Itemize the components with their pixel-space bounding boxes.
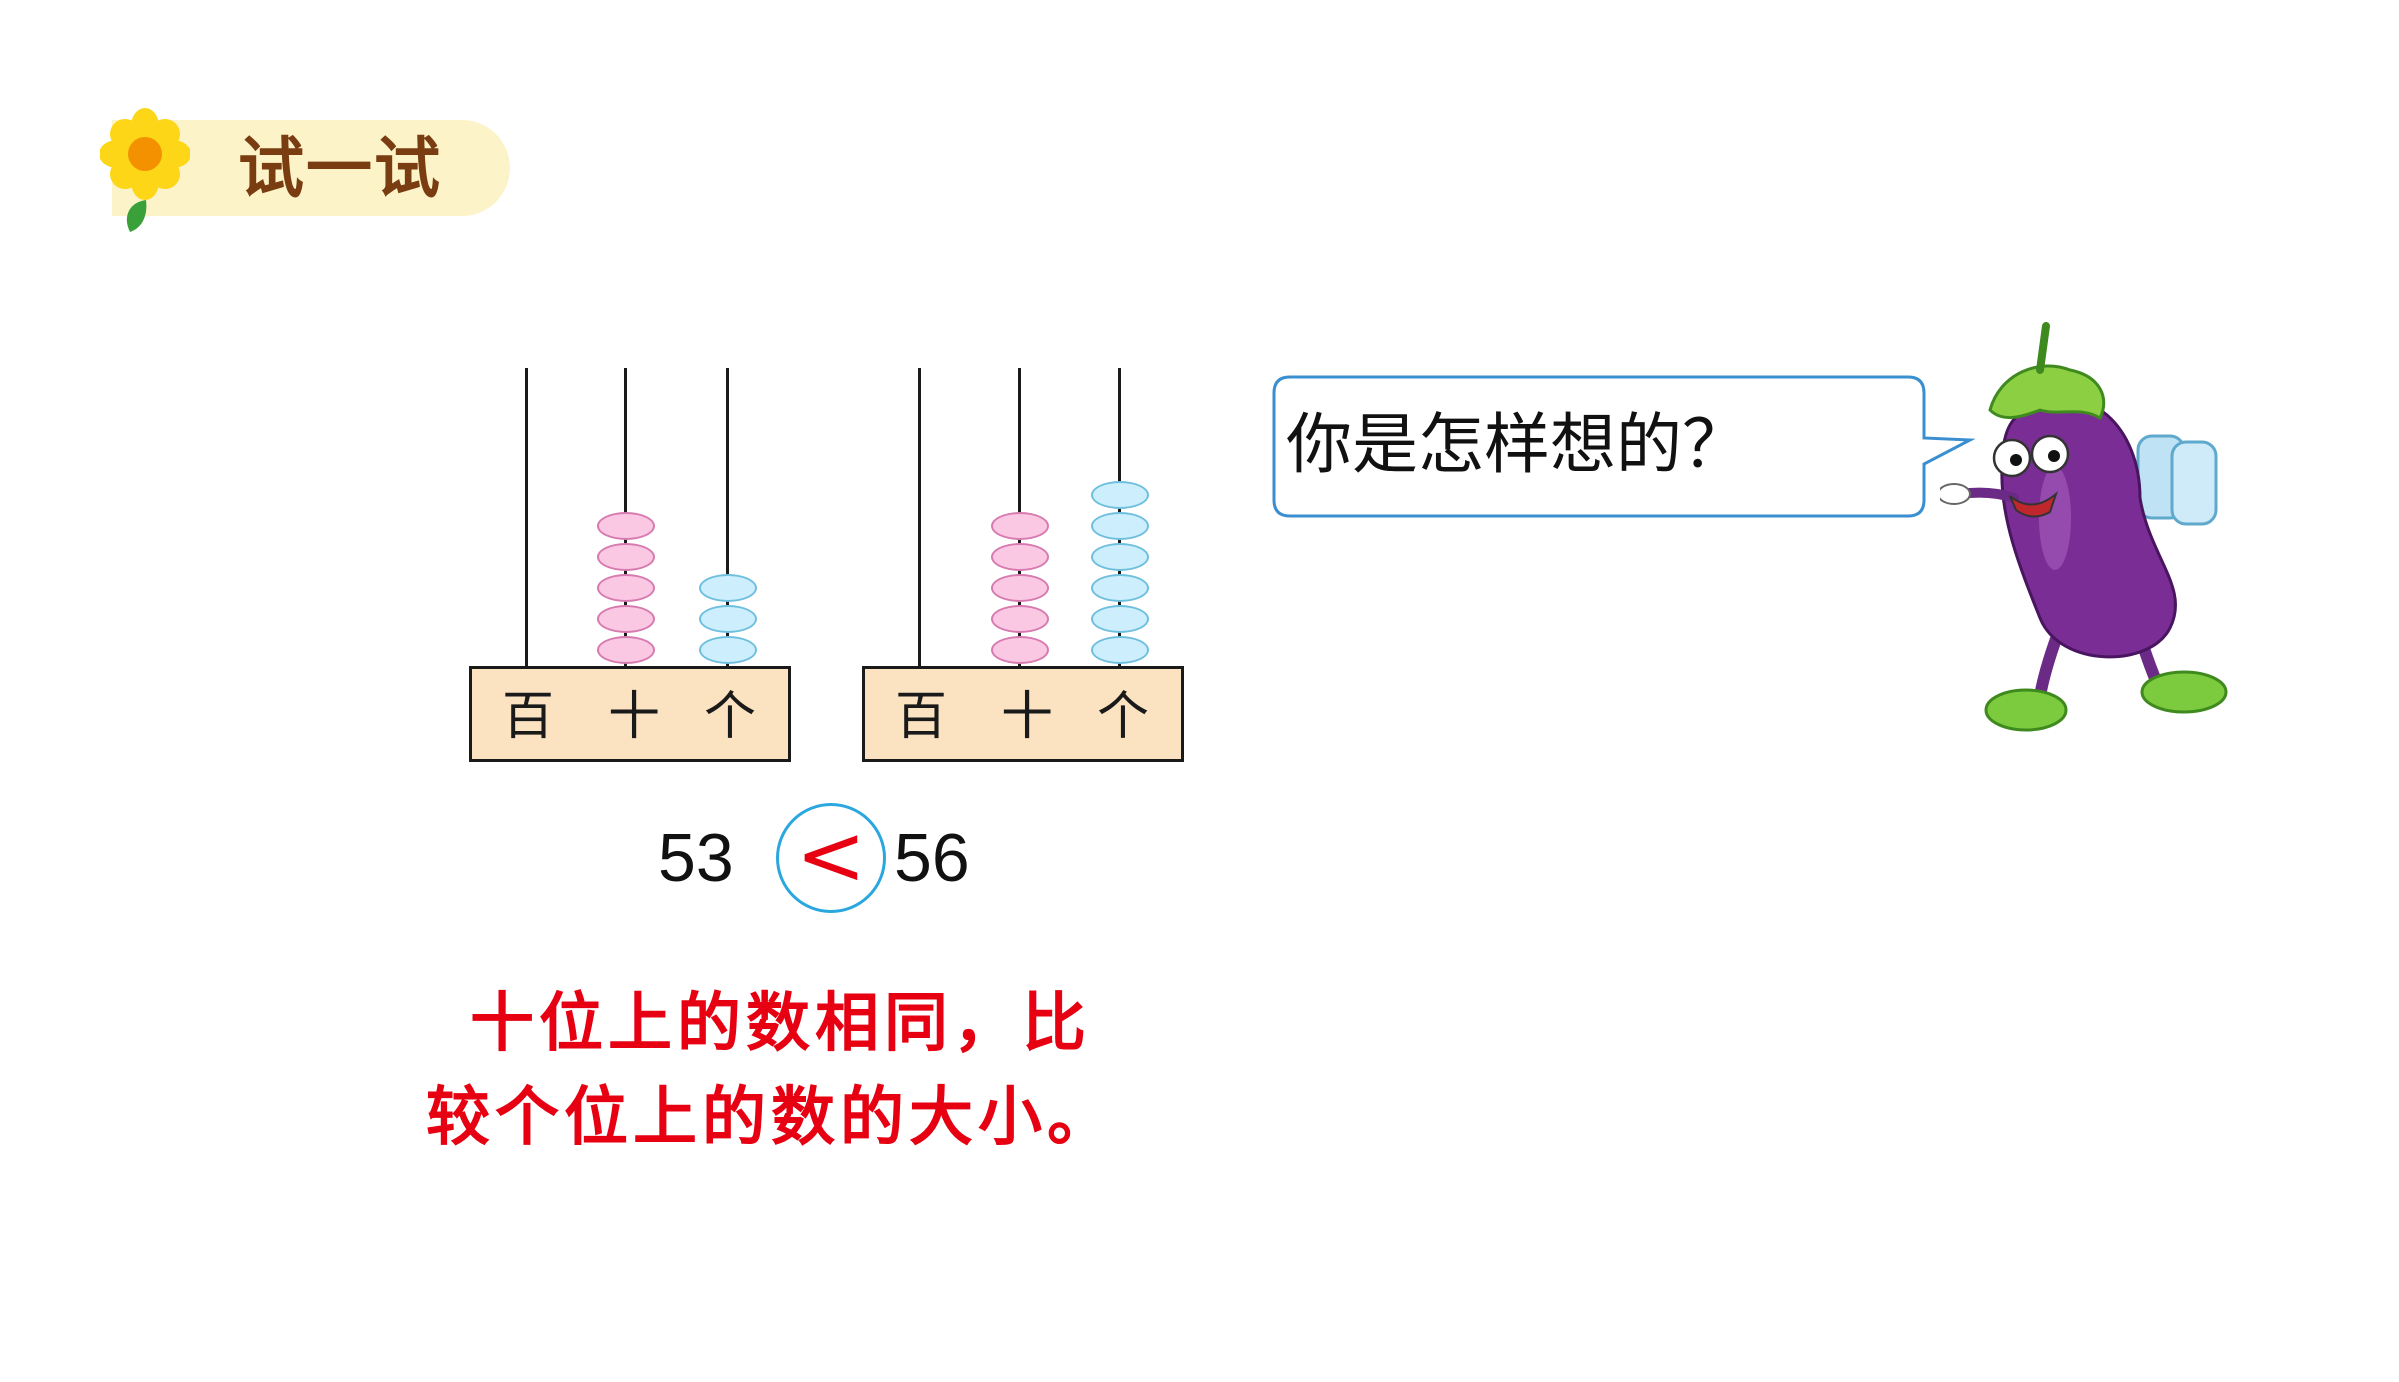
- place-label-hundreds: 百: [895, 687, 948, 747]
- speech-text: 你是怎样想的？: [1286, 406, 1748, 483]
- abacus-rod-hundreds: [918, 368, 921, 668]
- explanation-line-1: 十位上的数相同，比: [470, 986, 1091, 1061]
- abacus-bead: [699, 574, 757, 602]
- speech-bubble: [1272, 375, 1976, 518]
- explanation-line-2: 较个位上的数的大小。: [426, 1080, 1116, 1155]
- section-title: 试一试: [238, 130, 442, 207]
- abacus-bead: [597, 636, 655, 664]
- place-label-hundreds: 百: [502, 687, 555, 747]
- abacus-bead: [991, 543, 1049, 571]
- abacus-bead: [1091, 636, 1149, 664]
- left-number: 53: [658, 820, 734, 896]
- abacus-bead: [1091, 512, 1149, 540]
- abacus-bead: [1091, 481, 1149, 509]
- place-label-tens: 十: [608, 687, 661, 747]
- abacus-bead: [597, 543, 655, 571]
- abacus-rod-ones: [726, 368, 729, 668]
- right-number: 56: [894, 820, 970, 896]
- abacus-bead: [991, 512, 1049, 540]
- abacus-bead: [1091, 605, 1149, 633]
- abacus-right-base: 百 十 个: [862, 666, 1184, 762]
- abacus-bead: [597, 574, 655, 602]
- abacus-bead: [597, 512, 655, 540]
- place-label-ones: 个: [704, 687, 757, 747]
- sunflower-icon: [100, 108, 190, 232]
- abacus-bead: [1091, 543, 1149, 571]
- abacus-bead: [699, 636, 757, 664]
- abacus-bead: [991, 574, 1049, 602]
- abacus-bead: [597, 605, 655, 633]
- abacus-bead: [1091, 574, 1149, 602]
- abacus-bead: [699, 605, 757, 633]
- abacus-left-base: 百 十 个: [469, 666, 791, 762]
- comparison-symbol: <: [795, 806, 867, 904]
- abacus-bead: [991, 605, 1049, 633]
- comparison-circle: [776, 803, 886, 913]
- place-label-ones: 个: [1097, 687, 1150, 747]
- abacus-rod-hundreds: [525, 368, 528, 668]
- abacus-bead: [991, 636, 1049, 664]
- place-label-tens: 十: [1001, 687, 1054, 747]
- eggplant-character-icon: [1940, 322, 2228, 732]
